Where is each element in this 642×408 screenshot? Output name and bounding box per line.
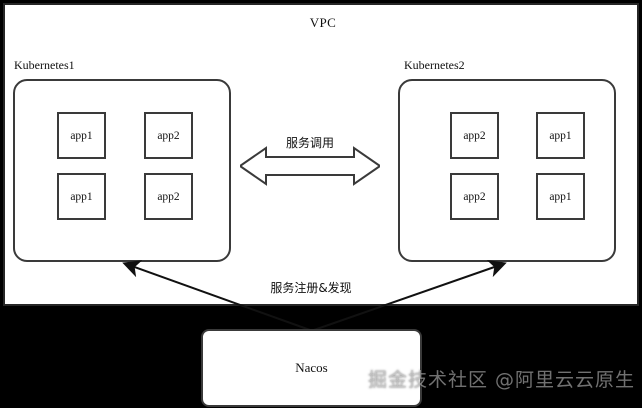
app-box: app2: [450, 112, 499, 159]
double-headed-arrow-icon: [240, 146, 380, 186]
app-box: app1: [57, 173, 106, 220]
app-box: app1: [536, 112, 585, 159]
app-box: app2: [450, 173, 499, 220]
cluster-label-kubernetes1: Kubernetes1: [14, 58, 75, 72]
app-box: app2: [144, 173, 193, 220]
service-registry-label: 服务注册&发现: [270, 281, 352, 295]
app-box: app1: [536, 173, 585, 220]
cluster-box-kubernetes1: app1 app2 app1 app2: [13, 79, 231, 262]
nacos-box: Nacos: [201, 329, 422, 407]
app-box: app2: [144, 112, 193, 159]
vpc-label: VPC: [309, 15, 337, 30]
cluster-box-kubernetes2: app2 app1 app2 app1: [398, 79, 616, 262]
service-call-label: 服务调用: [285, 136, 334, 150]
cluster-label-kubernetes2: Kubernetes2: [404, 58, 465, 72]
watermark: 掘金技术社区 @阿里云云原生: [368, 369, 636, 391]
app-box: app1: [57, 112, 106, 159]
